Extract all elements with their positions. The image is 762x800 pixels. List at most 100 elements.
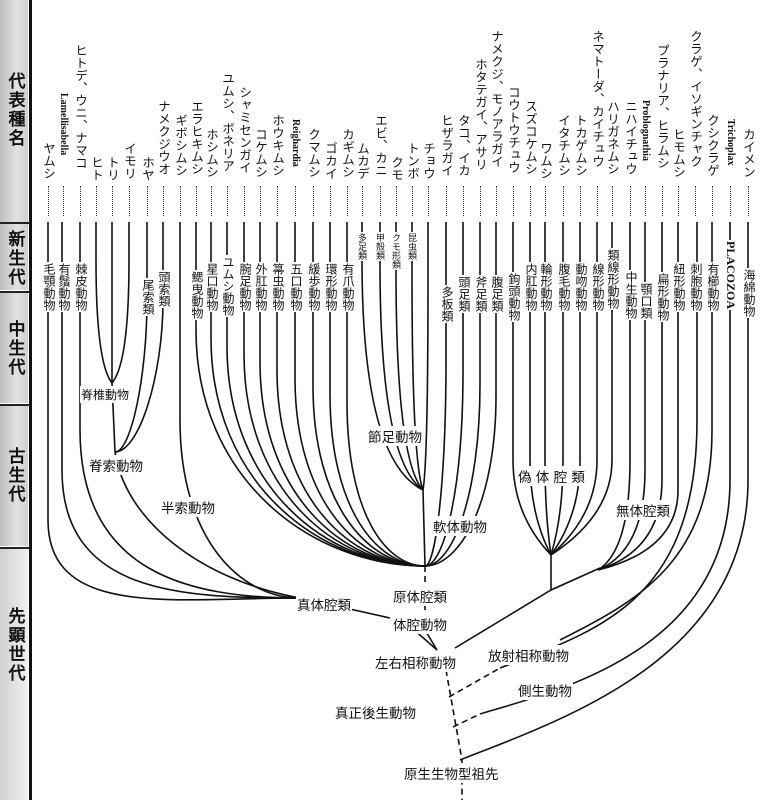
clade-coelomata: 体腔動物 [392,614,448,634]
clade-radiata: 放射相称動物 [487,645,570,665]
dotted-leader [446,186,447,216]
dotted-leader [347,186,348,216]
branch-line [512,222,552,556]
dotted-leader [96,186,97,216]
dotted-leader [412,186,413,216]
phylum-label: 腹毛動物 [557,262,571,312]
clade-arthropoda: 節足動物 [367,426,423,446]
dotted-leader [463,186,464,216]
species-label: ネマトーダ、カイチュウ [590,30,605,168]
phylum-label: 星口動物 [205,262,219,312]
dotted-leader [612,186,613,216]
era-divider [0,547,30,549]
clade-mollusca: 軟体動物 [432,516,488,536]
branch-line [529,222,552,556]
species-label: クモ [389,156,404,181]
species-label: ヒトデ、ウニ、ナマコ [73,44,88,169]
branch-line [550,222,564,556]
representative-species-heading: 代表種名 [4,72,25,148]
dotted-leader [678,186,679,216]
phylum-label: 五口動物 [289,262,303,312]
dotted-leader [730,186,731,216]
phylum-label: 紐形動物 [672,262,686,312]
dotted-leader [545,186,546,216]
branch-line [424,222,481,567]
branch-line [79,222,301,599]
species-label: エラヒキムシ [189,100,204,175]
species-label: ワムシ [538,142,553,180]
dotted-leader [530,186,531,216]
era-paleozoic: 古生代 [4,446,25,504]
branch-line [47,222,301,601]
species-label: トンボ [405,142,420,180]
dotted-leader [180,186,181,216]
branch-line [361,222,424,491]
dotted-leader [147,186,148,216]
species-label: トリ [105,156,120,181]
species-label: ヒト [89,156,104,181]
dotted-leader [260,186,261,216]
phylum-label: 多足類 [356,232,366,261]
clade-protocoelomata: 原体腔類 [392,586,448,606]
species-label: ヒモムシ [671,128,686,178]
branch-line [424,222,497,567]
species-label: シャミセンガイ [237,86,252,174]
phylum-label: 腕足動物 [238,262,252,312]
species-label: ニハイチュウ [623,100,638,175]
species-label: Lamellisabella [58,93,69,156]
phylum-label: 動吻動物 [574,262,588,312]
dotted-leader [129,186,130,216]
branch-line [411,222,424,491]
era-divider [0,291,30,293]
phylum-label: 昆虫類 [406,232,416,261]
phylum-label: 毛顎動物 [42,262,56,312]
dotted-leader [163,186,164,216]
phylum-label: 鉤頭動物 [507,272,521,322]
phylum-label: 頭足類 [457,275,471,313]
dotted-leader [513,186,514,216]
phylum-label: 多板類 [440,285,454,323]
species-label: ユムシ、ボネリア [220,72,235,172]
clade-chordata: 脊索動物 [88,455,144,475]
branch-line [597,222,663,571]
era-band-paleozoic [0,406,28,546]
phylum-label: 斧足類 [474,275,488,313]
species-label: タコ、イカ [456,114,471,177]
phylum-label: 顎口類 [639,282,653,320]
phylum-label: 尾索類 [141,278,155,316]
species-label: カイメン [741,128,756,178]
dotted-leader [211,186,212,216]
species-label: ギボシムシ [173,114,188,177]
species-label: ホウキムシ [270,114,285,177]
phylum-label: 海綿動物 [742,268,756,318]
dotted-leader [563,186,564,216]
dotted-leader [80,186,81,216]
branch-line [479,222,731,715]
dotted-leader [580,186,581,216]
phylum-label: 頭索類 [157,270,171,308]
phylum-label: 環形動物 [324,262,338,312]
branch-line [424,222,464,567]
branch-line [544,222,552,556]
phylum-label: 腹足類 [490,275,504,313]
species-label: クシクラゲ [705,114,720,177]
dotted-leader [244,186,245,216]
species-label: ムカデ [355,142,370,180]
species-label: プラナリア、ヒラムシ [655,44,670,169]
dotted-leader [227,186,228,216]
branch-line [422,489,426,567]
species-label: コケムシ [253,128,268,178]
clade-pseudocoelomata: 偽 体 腔 類 [517,466,586,486]
species-label: イモリ [122,142,137,180]
era-band-species [0,0,28,222]
species-label: トカゲムシ [573,114,588,177]
clade-eumetazoa: 真正後生動物 [334,702,417,722]
dotted-leader [313,186,314,216]
phylum-label: 棘皮動物 [74,262,88,312]
era-band-precambrian [0,549,28,800]
phylum-label: クモ形類 [390,232,400,270]
phylum-label: PLACOZOA [724,240,738,311]
era-mesozoic: 中生代 [4,319,25,377]
phylum-label: ユムシ動物 [221,255,235,317]
species-label: エビ、カニ [373,114,388,177]
